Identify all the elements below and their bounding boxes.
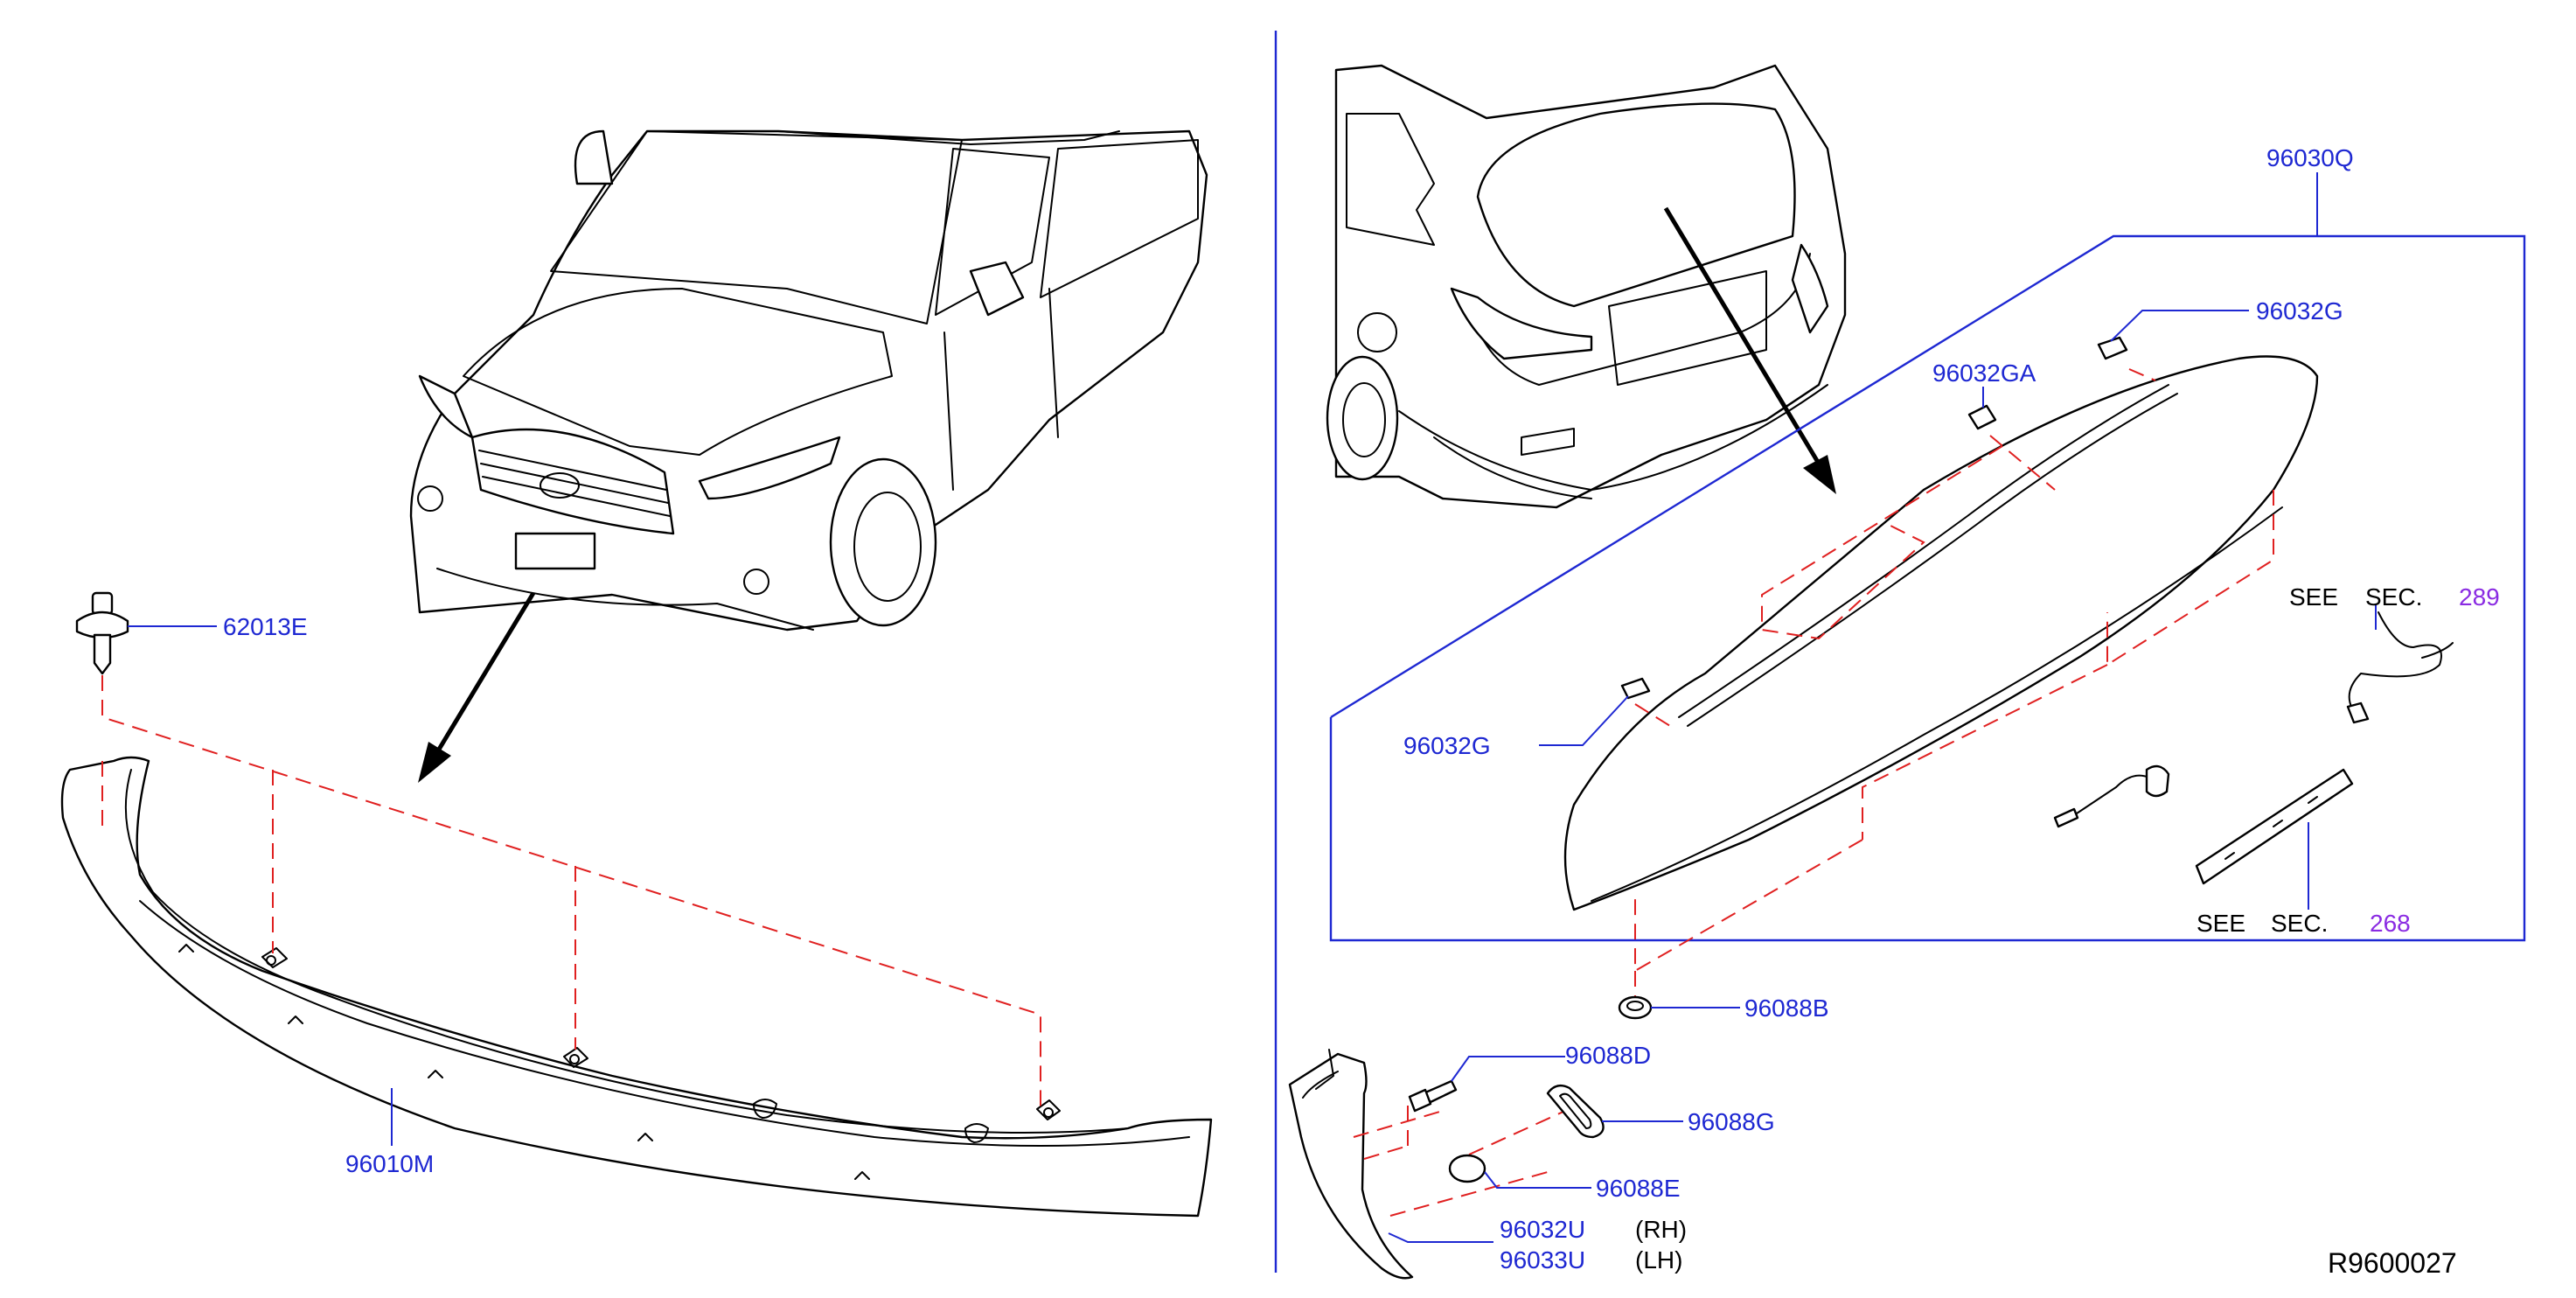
side-install-lines (1353, 1102, 1566, 1217)
part-label-96032ga: 96032GA (1932, 359, 2036, 387)
part-label-96010m: 96010M (345, 1150, 434, 1177)
grommet-96088b-icon (1618, 995, 1653, 1020)
leader-96032g-right (2110, 310, 2249, 342)
part-label-96032u: 96032U (1500, 1216, 1585, 1243)
clip-96032g-right-icon (2097, 336, 2128, 360)
side-label-rh: (RH) (1635, 1216, 1687, 1243)
seal-96088g-icon (1546, 1084, 1605, 1139)
section-ref-268: 268 (2370, 910, 2411, 937)
see-text-289: SEE (2289, 583, 2338, 611)
part-label-96032g-right: 96032G (2256, 297, 2343, 324)
part-label-96033u: 96033U (1500, 1246, 1585, 1274)
clip-96088d-icon (1408, 1079, 1458, 1113)
front-install-lines (101, 675, 1041, 1111)
part-label-96030q: 96030Q (2266, 144, 2354, 171)
rear-view-arrow (1663, 206, 1836, 494)
front-vehicle-illustration (409, 129, 1208, 632)
sec-text-289: SEC. (2365, 583, 2422, 611)
part-label-96088g: 96088G (1688, 1108, 1775, 1135)
front-view-arrow (418, 591, 536, 783)
side-finisher-icon (1288, 1049, 1414, 1280)
leader-96088d (1451, 1056, 1565, 1082)
clip-96032g-left-icon (1620, 677, 1651, 700)
section-ref-289: 289 (2459, 583, 2500, 611)
wire-harness-icon (2346, 611, 2454, 724)
assembly-96030q-frame (1329, 234, 2526, 942)
sec-text-268: SEC. (2271, 910, 2328, 937)
leader-96032u (1388, 1232, 1493, 1243)
rear-vehicle-illustration (1326, 64, 1847, 509)
cap-96088e-icon (1448, 1154, 1486, 1183)
part-label-62013e: 62013E (223, 613, 308, 640)
diagram-id: R9600027 (2328, 1247, 2457, 1279)
rear-spoiler-body (1563, 355, 2319, 911)
leader-96088e (1484, 1171, 1591, 1189)
high-mount-stop-lamp-icon (2195, 768, 2354, 885)
clip-96032ga-icon (1967, 404, 1997, 430)
side-label-lh: (LH) (1635, 1246, 1682, 1274)
front-spoiler-96010m (60, 756, 1213, 1218)
part-label-96088e: 96088E (1596, 1175, 1681, 1202)
see-text-268: SEE (2197, 910, 2245, 937)
washer-nozzle-icon (2053, 764, 2170, 828)
leader-96032g-left (1539, 695, 1629, 746)
rear-install-lines (1634, 368, 2274, 997)
part-label-96088d: 96088D (1565, 1042, 1651, 1069)
clip-62013e-icon (75, 591, 129, 675)
part-label-96032g-left: 96032G (1403, 732, 1491, 759)
part-label-96088b: 96088B (1744, 994, 1829, 1022)
